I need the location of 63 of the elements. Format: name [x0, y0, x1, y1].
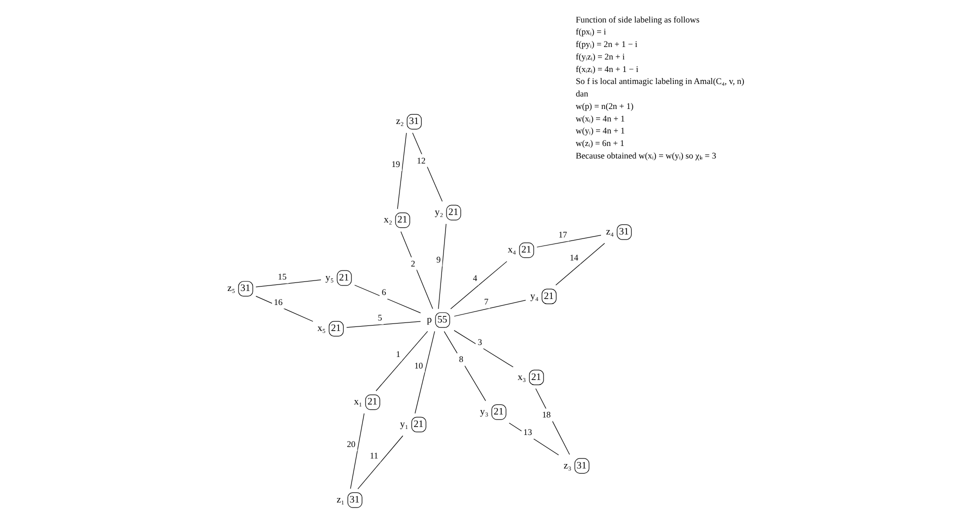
label: f(pxᵢ) = i — [575, 26, 606, 37]
node-label: z₄ — [605, 226, 614, 238]
connector — [375, 331, 428, 392]
connector — [536, 234, 601, 248]
connector — [396, 132, 406, 210]
edge-label: 12 — [416, 155, 426, 166]
connector — [412, 132, 442, 202]
label: So f is local antimagic labeling in Amal(C₄, v, n) — [575, 76, 744, 86]
edge-label: 2 — [410, 258, 415, 268]
node-label: x₄ — [507, 244, 516, 256]
label: w(xᵢ) = 4n + 1 — [575, 113, 624, 124]
node-label: y₄ — [530, 290, 538, 302]
node-label: y₁ — [399, 418, 408, 430]
edge-label: 5 — [377, 312, 382, 323]
node-label: x₁ — [353, 396, 362, 408]
edge-label: 15 — [277, 272, 286, 282]
edge-label: 13 — [522, 427, 532, 438]
node-label: x₅ — [316, 323, 326, 334]
node-label: y₂ — [434, 206, 443, 218]
node-label: z₅ — [226, 283, 235, 294]
label: w(zᵢ) = 6n + 1 — [575, 138, 624, 148]
label: dan — [575, 88, 588, 99]
edge-label: 3 — [477, 336, 482, 347]
node-label: z₂ — [395, 116, 404, 128]
label: f(pyᵢ) = 2n + 1 − i — [575, 39, 637, 50]
node-label: y₅ — [324, 272, 334, 284]
node-label: z₃ — [563, 460, 572, 472]
edge-label: 10 — [414, 360, 422, 370]
connector — [508, 422, 558, 456]
edge-label: 4 — [472, 273, 477, 284]
label: f(yᵢzᵢ) = 2n + i — [575, 51, 624, 62]
edge-label: 8 — [458, 354, 463, 364]
edge-label: 17 — [558, 229, 567, 240]
connector — [453, 300, 526, 317]
label: Because obtained w(xᵢ) = w(yᵢ) so χₗₐ = 3 — [575, 150, 716, 160]
connector — [534, 388, 570, 455]
edge-label: 11 — [369, 450, 378, 460]
node-label: p — [426, 314, 432, 326]
node-label: y₃ — [480, 406, 488, 418]
connector — [350, 413, 364, 489]
edge-label: 20 — [346, 439, 355, 450]
connector — [400, 231, 433, 310]
label: Function of side labeling as follows — [575, 14, 700, 24]
edge-label: 14 — [569, 252, 578, 262]
edge-label: 18 — [542, 410, 550, 420]
edge-label: 19 — [390, 159, 400, 170]
connector — [554, 242, 604, 286]
label: w(yᵢ) = 4n + 1 — [575, 126, 624, 136]
connector — [438, 224, 446, 310]
edge-label: 6 — [381, 287, 386, 298]
connector — [255, 280, 321, 288]
label: f(xᵢzᵢ) = 4n + 1 − i — [575, 64, 638, 74]
edge-label: 16 — [273, 296, 282, 307]
connector — [414, 331, 434, 414]
node-label: x₂ — [383, 214, 392, 226]
node-label: z₁ — [336, 494, 344, 506]
edge-label: 9 — [436, 254, 440, 265]
node-label: x₃ — [517, 372, 526, 383]
connector — [357, 435, 403, 490]
label: w(p) = n(2n + 1) — [575, 100, 634, 111]
edge-label: 7 — [484, 296, 488, 306]
connector — [346, 321, 420, 328]
edge-label: 1 — [395, 349, 400, 360]
